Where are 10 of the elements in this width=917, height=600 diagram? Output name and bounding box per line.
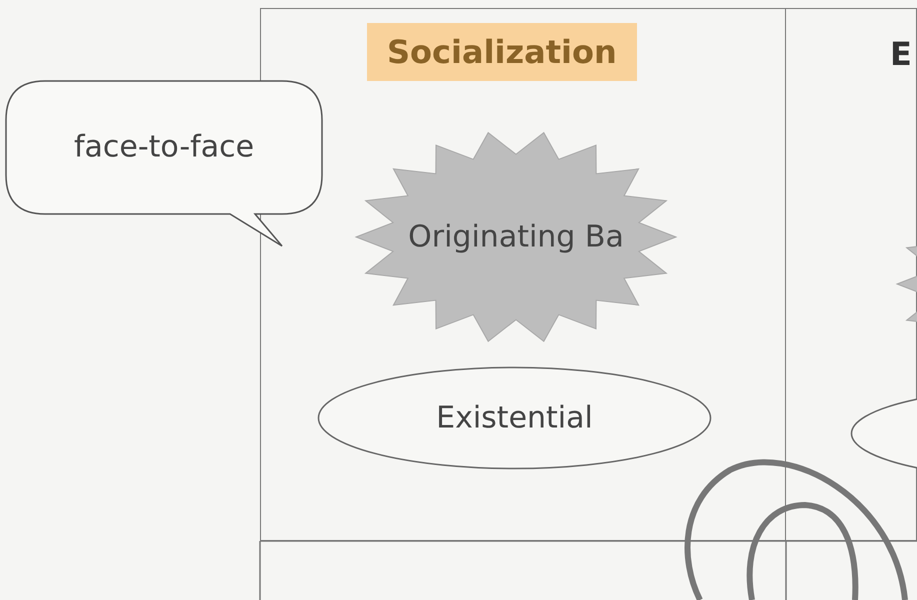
quadrant-panel <box>260 8 786 541</box>
quadrant-heading: E <box>890 34 912 75</box>
speech-bubble <box>5 80 323 248</box>
shape-label: Originating Ba <box>408 220 624 254</box>
callout-text: face-to-face <box>74 130 254 164</box>
quadrant-panel <box>785 8 917 541</box>
ellipse-shape <box>317 366 712 470</box>
quadrant-heading: Socialization <box>367 23 637 81</box>
starburst-shape <box>356 131 676 343</box>
shape-label: Existential <box>436 400 593 436</box>
